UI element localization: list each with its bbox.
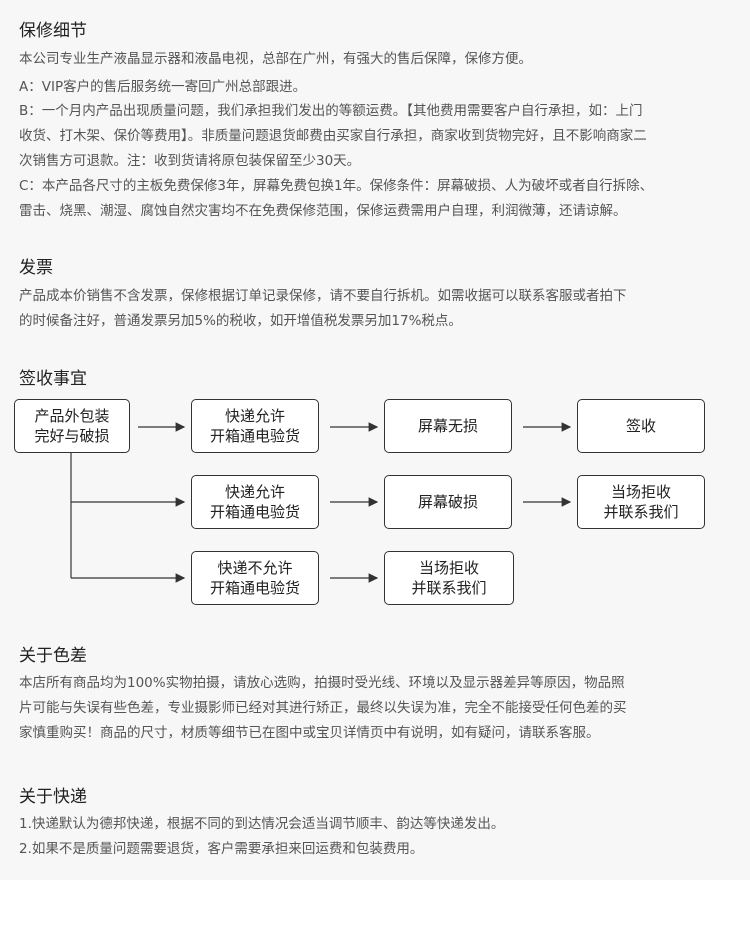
- color-line: 家慎重购买！商品的尺寸，材质等细节已在图中或宝贝详情页中有说明，如有疑问，请联系…: [19, 725, 600, 741]
- warranty-line: 次销售方可退款。注：收到货请将原包装保留至少30天。: [19, 153, 361, 169]
- color-line: 本店所有商品均为100%实物拍摄，请放心选购，拍摄时受光线、环境以及显示器差异等…: [19, 675, 625, 691]
- flow-box-text: 并联系我们: [603, 503, 679, 521]
- content-panel: 保修细节 本公司专业生产液晶显示器和液晶电视，总部在广州，有强大的售后保障，保修…: [14, 21, 705, 857]
- invoice-line: 产品成本价销售不含发票，保修根据订单记录保修，请不要自行拆机。如需收据可以联系客…: [19, 288, 627, 304]
- receipt-title: 签收事宜: [19, 369, 87, 389]
- flow-box-text: 产品外包装: [34, 407, 110, 425]
- flow-box-text: 快递允许: [224, 407, 285, 425]
- warranty-line: B：一个月内产品出现质量问题，我们承担我们发出的等额运费。【其他费用需要客户自行…: [19, 103, 643, 119]
- invoice-line: 的时候备注好，普通发票另加5%的税收，如开增值税发票另加17%税点。: [19, 313, 462, 329]
- warranty-title: 保修细节: [19, 21, 87, 41]
- color-title: 关于色差: [19, 646, 87, 666]
- flow-box-text: 当场拒收: [418, 559, 479, 577]
- flow-box-text: 签收: [625, 417, 656, 435]
- flow-box-text: 屏幕破损: [417, 493, 478, 511]
- flow-box-text: 并联系我们: [411, 579, 487, 597]
- flow-box-text: 快递不允许: [217, 559, 293, 577]
- flow-box-screen-ok: 屏幕无损: [384, 399, 512, 453]
- flow-box-text: 当场拒收: [610, 483, 671, 501]
- warranty-line: 雷击、烧黑、潮湿、腐蚀自然灾害均不在免费保修范围，保修运费需用户自理，利润微薄，…: [19, 203, 627, 219]
- shipping-line: 2.如果不是质量问题需要退货，客户需要承担来回运费和包装费用。: [19, 841, 424, 857]
- shipping-title: 关于快递: [19, 787, 87, 807]
- flow-box-inspection-allowed: 快递允许 开箱通电验货: [191, 399, 319, 453]
- invoice-title: 发票: [19, 258, 53, 278]
- flow-box-text: 快递允许: [224, 483, 285, 501]
- flow-box-text: 开箱通电验货: [209, 427, 300, 445]
- flow-box-text: 完好与破损: [34, 427, 110, 445]
- flowchart-connectors: [70, 422, 572, 583]
- flow-box-text: 开箱通电验货: [209, 579, 300, 597]
- warranty-line: 本公司专业生产液晶显示器和液晶电视，总部在广州，有强大的售后保障，保修方便。: [19, 51, 532, 67]
- flow-box-inspection-allowed: 快递允许 开箱通电验货: [191, 475, 319, 529]
- flow-box-refuse: 当场拒收 并联系我们: [577, 475, 705, 529]
- warranty-line: 收货、打木架、保价等费用】。非质量问题退货邮费由买家自行承担，商家收到货物完好，…: [19, 128, 647, 144]
- flow-box-screen-broken: 屏幕破损: [384, 475, 512, 529]
- warranty-line: C：本产品各尺寸的主板免费保修3年，屏幕免费包换1年。保修条件：屏幕破损、人为破…: [19, 178, 654, 194]
- flow-box-package-condition: 产品外包装 完好与破损: [14, 399, 130, 453]
- warranty-line: A：VIP客户的售后服务统一寄回广州总部跟进。: [19, 79, 307, 95]
- flow-box-text: 屏幕无损: [417, 417, 478, 435]
- flow-box-refuse: 当场拒收 并联系我们: [384, 551, 514, 605]
- flow-box-inspection-not-allowed: 快递不允许 开箱通电验货: [191, 551, 319, 605]
- flow-box-text: 开箱通电验货: [209, 503, 300, 521]
- flow-box-sign: 签收: [577, 399, 705, 453]
- color-line: 片可能与失误有些色差，专业摄影师已经对其进行矫正，最终以失误为准，完全不能接受任…: [19, 700, 627, 716]
- shipping-line: 1.快递默认为德邦快递，根据不同的到达情况会适当调节顺丰、韵达等快递发出。: [19, 816, 505, 832]
